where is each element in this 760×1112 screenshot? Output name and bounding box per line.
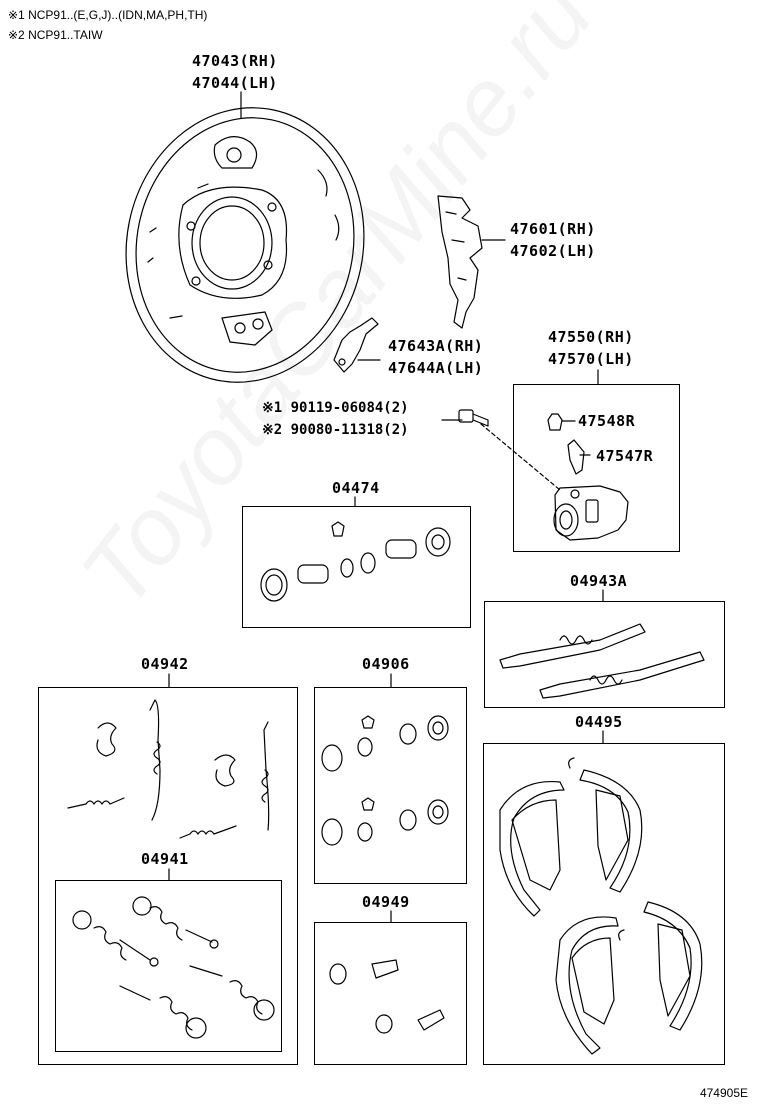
- bleeder-cap: [547, 413, 563, 431]
- applicability-note-1: ※1 NCP91..(E,G,J)..(IDN,MA,PH,TH): [8, 8, 208, 22]
- shoe-spring-set: [67, 699, 270, 839]
- label-04943a: 04943A: [570, 572, 628, 590]
- wheel-cylinder: [553, 485, 629, 541]
- kit-04941-box: [55, 880, 282, 1052]
- wheel-cylinder-box: [513, 384, 680, 552]
- parking-brake-lever: [333, 317, 379, 373]
- shoe-adjusting-lever: [437, 195, 483, 329]
- label-04941: 04941: [141, 850, 189, 868]
- shoe-adjuster-set: [499, 623, 705, 699]
- cylinder-boot-set: [329, 959, 445, 1034]
- cylinder-cup-set: [321, 715, 449, 846]
- shoe-hold-down-set: [72, 896, 275, 1039]
- label-47550-rh: 47550(RH): [548, 328, 634, 346]
- leader-bolt-dashed: [480, 423, 561, 491]
- label-04474: 04474: [332, 479, 380, 497]
- label-bolt-90119: ※1 90119-06084(2): [262, 400, 409, 416]
- label-04495: 04495: [575, 713, 623, 731]
- brake-shoe-set: [499, 757, 703, 1055]
- kit-04474-box: [242, 506, 471, 628]
- kit-04943a-box: [484, 601, 725, 708]
- diagram-code: 474905E: [699, 1086, 748, 1100]
- label-47547r: 47547R: [596, 447, 654, 465]
- brake-backing-plate: [125, 107, 365, 383]
- label-47601-rh: 47601(RH): [510, 220, 596, 238]
- label-47570-lh: 47570(LH): [548, 350, 634, 368]
- label-04949: 04949: [362, 893, 410, 911]
- label-47644a-lh: 47644A(LH): [388, 359, 484, 377]
- kit-04949-box: [314, 922, 467, 1065]
- bleeder-bolt: [458, 409, 489, 427]
- label-04942: 04942: [141, 655, 189, 673]
- kit-04942-box: [38, 687, 298, 1065]
- cylinder-kit-parts: [260, 521, 451, 602]
- kit-04906-box: [314, 687, 467, 884]
- bleeder-plug: [567, 439, 585, 475]
- kit-04495-box: [483, 743, 725, 1065]
- label-47043-rh: 47043(RH): [192, 52, 278, 70]
- applicability-note-2: ※2 NCP91..TAIW: [8, 28, 103, 42]
- label-47548r: 47548R: [578, 412, 636, 430]
- label-47602-lh: 47602(LH): [510, 242, 596, 260]
- label-47044-lh: 47044(LH): [192, 74, 278, 92]
- label-04906: 04906: [362, 655, 410, 673]
- label-47643a-rh: 47643A(RH): [388, 337, 484, 355]
- label-bolt-90080: ※2 90080-11318(2): [262, 422, 409, 438]
